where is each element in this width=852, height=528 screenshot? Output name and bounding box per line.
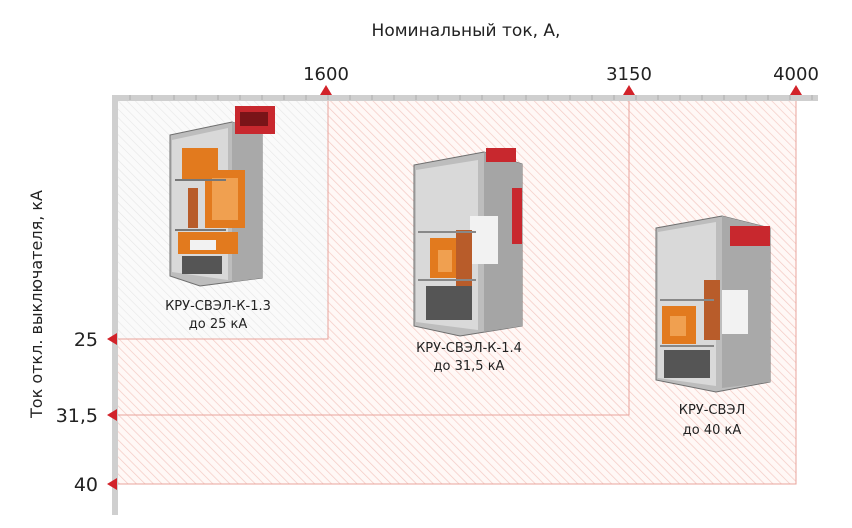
product-name-kru-svel-k-1-3: КРУ-СВЭЛ-К-1.3 (165, 299, 271, 314)
cabinet-image-kru-svel (655, 215, 771, 393)
x-tick-marker-3150 (623, 85, 635, 95)
y-tick-marker-40 (107, 478, 117, 490)
y-tick-label-31-5: 31,5 (56, 405, 98, 427)
x-tick-marker-4000 (790, 85, 802, 95)
y-tick-label-40: 40 (74, 474, 98, 496)
x-axis-title: Номинальный ток, А, (372, 21, 561, 41)
product-rating-kru-svel: до 40 кА (683, 423, 742, 438)
x-tick-label-1600: 1600 (303, 64, 349, 85)
x-tick-label-3150: 3150 (606, 64, 652, 85)
x-tick-label-4000: 4000 (773, 64, 819, 85)
y-tick-marker-25 (107, 333, 117, 345)
y-tick-marker-31-5 (107, 409, 117, 421)
y-axis (112, 95, 118, 515)
range-boundaries (118, 99, 797, 485)
cabinet-image-kru-svel-k-1-4 (413, 148, 523, 337)
x-axis (112, 95, 818, 101)
product-name-kru-svel: КРУ-СВЭЛ (679, 403, 746, 418)
cabinet-image-kru-svel-k-1-3 (169, 106, 275, 287)
product-name-kru-svel-k-1-4: КРУ-СВЭЛ-К-1.4 (416, 341, 522, 356)
product-rating-kru-svel-k-1-4: до 31,5 кА (434, 359, 505, 374)
x-tick-marker-1600 (320, 85, 332, 95)
y-tick-label-25: 25 (74, 329, 98, 351)
y-axis-title: Ток откл. выключателя, кА (27, 190, 46, 419)
product-rating-kru-svel-k-1-3: до 25 кА (189, 317, 248, 332)
